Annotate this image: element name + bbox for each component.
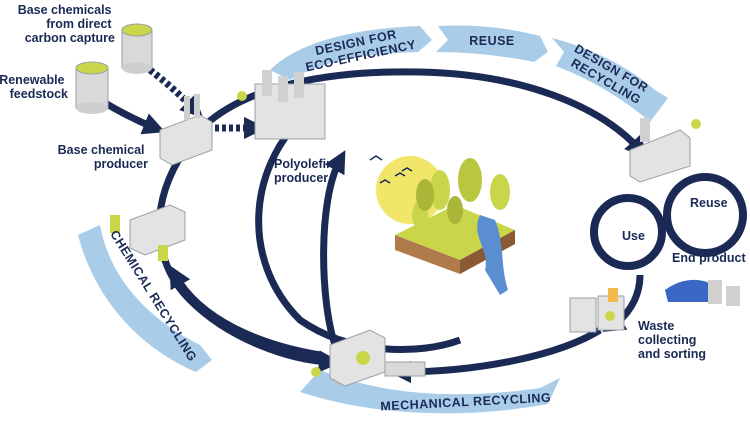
polyolefin-factory-icon (237, 70, 326, 140)
waste-bins-icon (569, 288, 625, 333)
band-mechanical-recycling (300, 370, 560, 414)
outer-band-arrows (78, 25, 668, 414)
label-end-product: End product (672, 251, 746, 265)
inner-cycle-arrow (255, 117, 462, 353)
label-base-chemical-producer: Base chemical producer (58, 143, 148, 171)
barrel-renewable-icon (75, 61, 109, 114)
label-reuse-right: Reuse (690, 196, 728, 210)
end-product-icon (665, 279, 740, 306)
dcc-arrow (147, 67, 203, 118)
reuse-loop (663, 173, 747, 257)
chem-recycling-arrow (169, 265, 321, 359)
inner-return-arrow (320, 150, 346, 347)
mechanical-recycling-plant-icon (311, 329, 426, 387)
band-label-reuse: REUSE (469, 34, 515, 48)
outer-cycle-bottom (388, 327, 602, 384)
chemical-recycling-plant-icon (110, 204, 186, 261)
bird-icon (401, 167, 413, 172)
use-reuse-loops (590, 173, 747, 270)
bird-icon (369, 155, 383, 161)
island-illustration (369, 155, 515, 295)
band-reuse (436, 25, 548, 62)
label-use: Use (622, 229, 645, 243)
label-waste-collecting: Waste collecting and sorting (638, 319, 706, 361)
band-design-eco (270, 26, 432, 80)
bird-icon (394, 172, 406, 177)
label-renewable-feedstock: Renewable feedstock (0, 73, 68, 101)
use-loop (590, 194, 666, 270)
silo-dcc-icon (121, 23, 153, 74)
node-labels: Base chemicals from direct carbon captur… (0, 3, 746, 361)
converter-factory-icon (629, 118, 701, 183)
base-chemical-factory-icon (159, 94, 213, 166)
label-polyolefin-producer: Polyolefin producer (274, 157, 337, 185)
label-base-chemicals-dcc: Base chemicals from direct carbon captur… (18, 3, 115, 45)
band-design-recycling (552, 38, 668, 122)
bird-icon (379, 179, 391, 184)
band-chemical-recycling (78, 225, 212, 372)
